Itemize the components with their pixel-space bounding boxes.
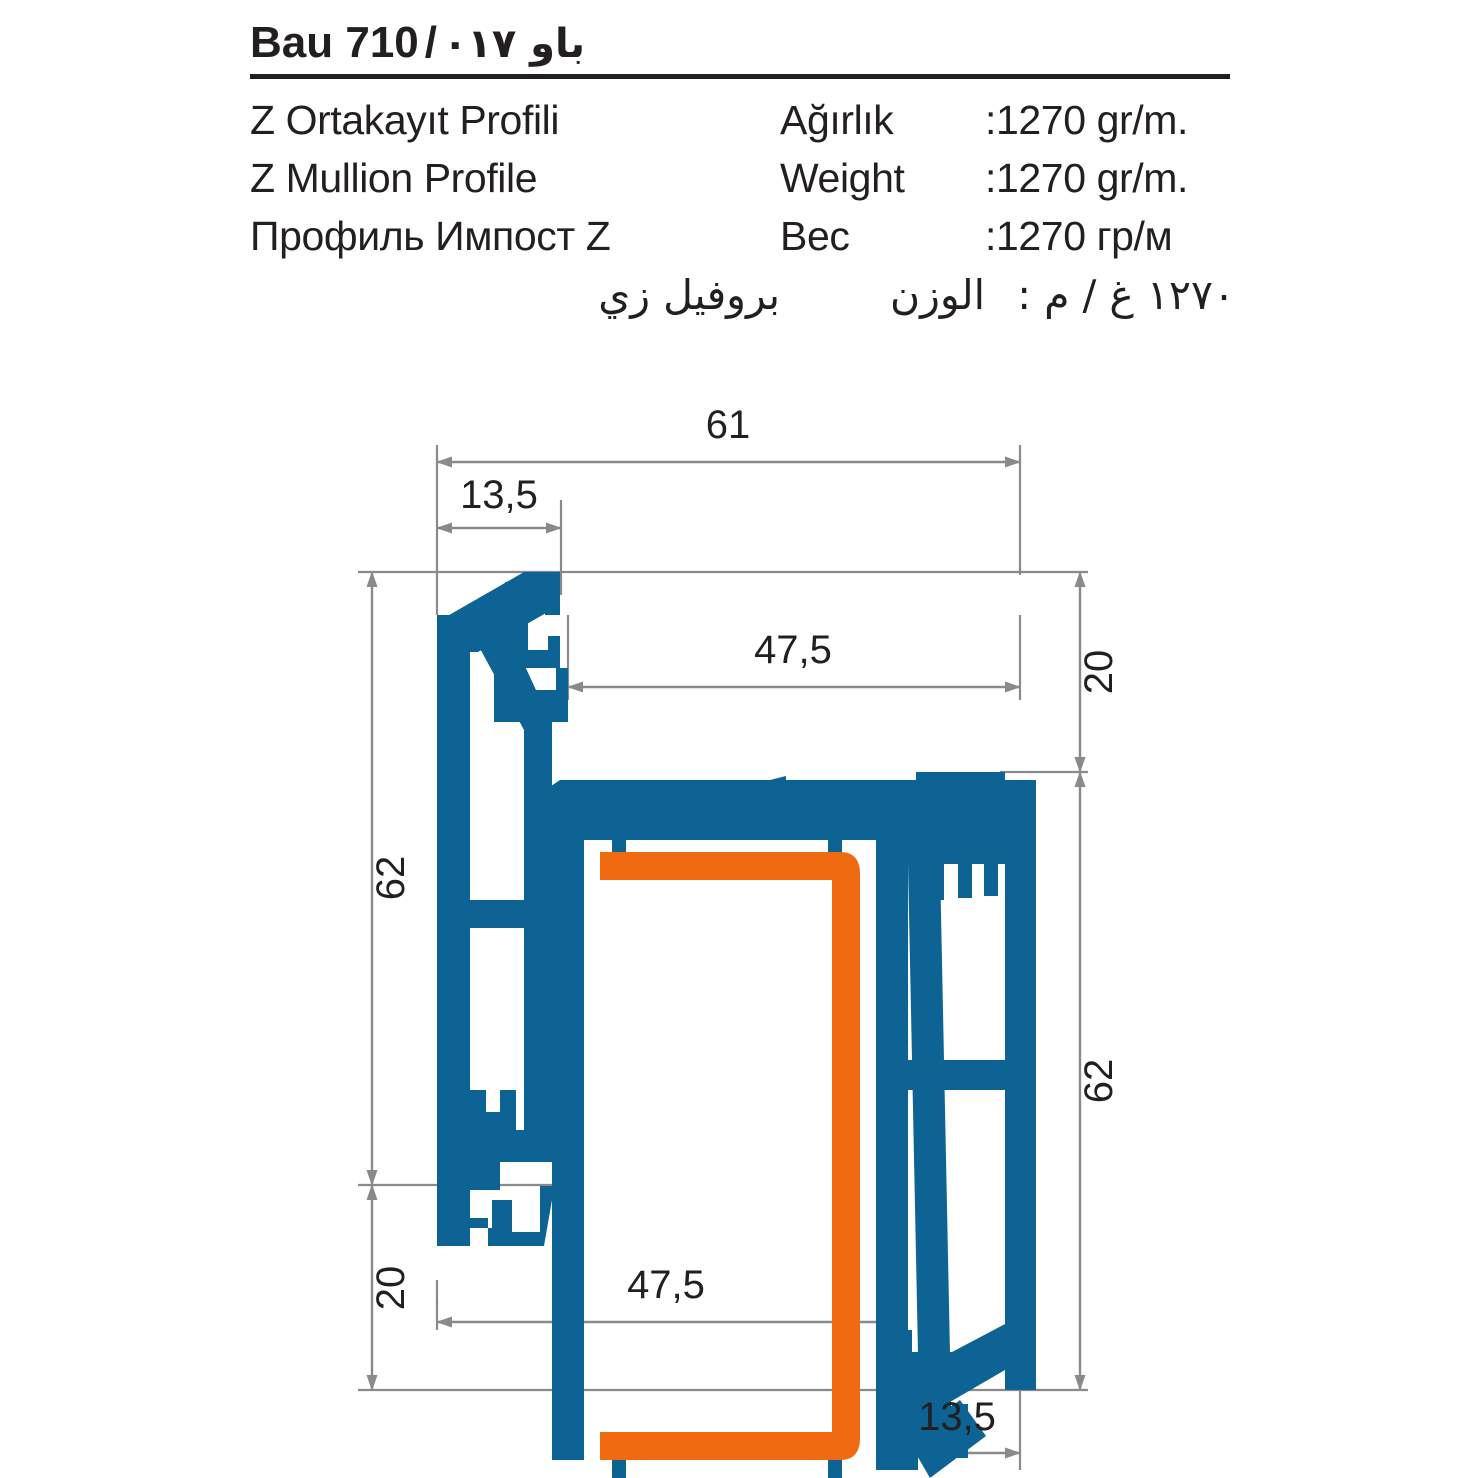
weight-value-en: :1270 gr/m. — [985, 155, 1188, 201]
dim-bottom-right-segment: 13,5 — [918, 1395, 996, 1439]
title-divider — [250, 74, 1230, 79]
profile-name-en: Z Mullion Profile — [250, 155, 538, 201]
weight-value-ru: :1270 гр/м — [985, 213, 1173, 259]
pvc-profile-cross-section — [437, 572, 1036, 1478]
dim-left-upper-height: 62 — [369, 856, 413, 901]
profile-name-ar: بروفيل زي — [598, 271, 780, 319]
title-latin: Bau 710 — [250, 18, 419, 67]
title-separator: / — [424, 18, 437, 67]
table-row-turkish: Z Ortakayıt Profili Ağırlık :1270 gr/m. — [250, 93, 1235, 151]
technical-drawing: 61 13,5 47,5 62 20 20 62 47,5 13,5 — [0, 400, 1478, 1478]
profile-name-tr: Z Ortakayıt Profili — [250, 97, 560, 143]
weight-label-en: Weight — [780, 155, 905, 201]
header-block: Bau 710 / باو ٧١٠ Z Ortakayıt Profili Ağ… — [250, 18, 1235, 326]
weight-label-ru: Вес — [780, 213, 850, 259]
profile-name-ru: Профиль Импост Z — [250, 213, 611, 259]
steel-reinforcement — [600, 852, 860, 1460]
weight-value-tr: :1270 gr/m. — [985, 97, 1188, 143]
dim-left-lower-height: 20 — [369, 1266, 413, 1311]
dimension-lines — [366, 456, 1086, 1459]
dim-right-lower-height: 62 — [1077, 1059, 1121, 1104]
weight-value-ar: ١٢٧٠ غ / م : — [1017, 271, 1235, 319]
dim-top-left-segment: 13,5 — [460, 473, 538, 517]
dimension-labels: 61 13,5 47,5 62 20 20 62 47,5 13,5 — [369, 403, 1121, 1439]
title-arabic: باو ٧١٠ — [443, 21, 586, 67]
dim-upper-inner-width: 47,5 — [754, 628, 832, 672]
table-row-english: Z Mullion Profile Weight :1270 gr/m. — [250, 151, 1235, 209]
specification-table: Z Ortakayıt Profili Ağırlık :1270 gr/m. … — [250, 93, 1235, 326]
table-row-russian: Профиль Импост Z Вес :1270 гр/м — [250, 209, 1235, 267]
dim-bottom-inner-width: 47,5 — [627, 1263, 705, 1307]
weight-label-tr: Ağırlık — [780, 97, 894, 143]
page-title: Bau 710 / باو ٧١٠ — [250, 18, 1235, 74]
dim-right-upper-height: 20 — [1077, 650, 1121, 695]
weight-label-ar: الوزن — [890, 271, 985, 319]
dim-top-overall: 61 — [706, 403, 751, 447]
table-row-arabic: بروفيل زي الوزن ١٢٧٠ غ / م : — [250, 267, 1235, 326]
